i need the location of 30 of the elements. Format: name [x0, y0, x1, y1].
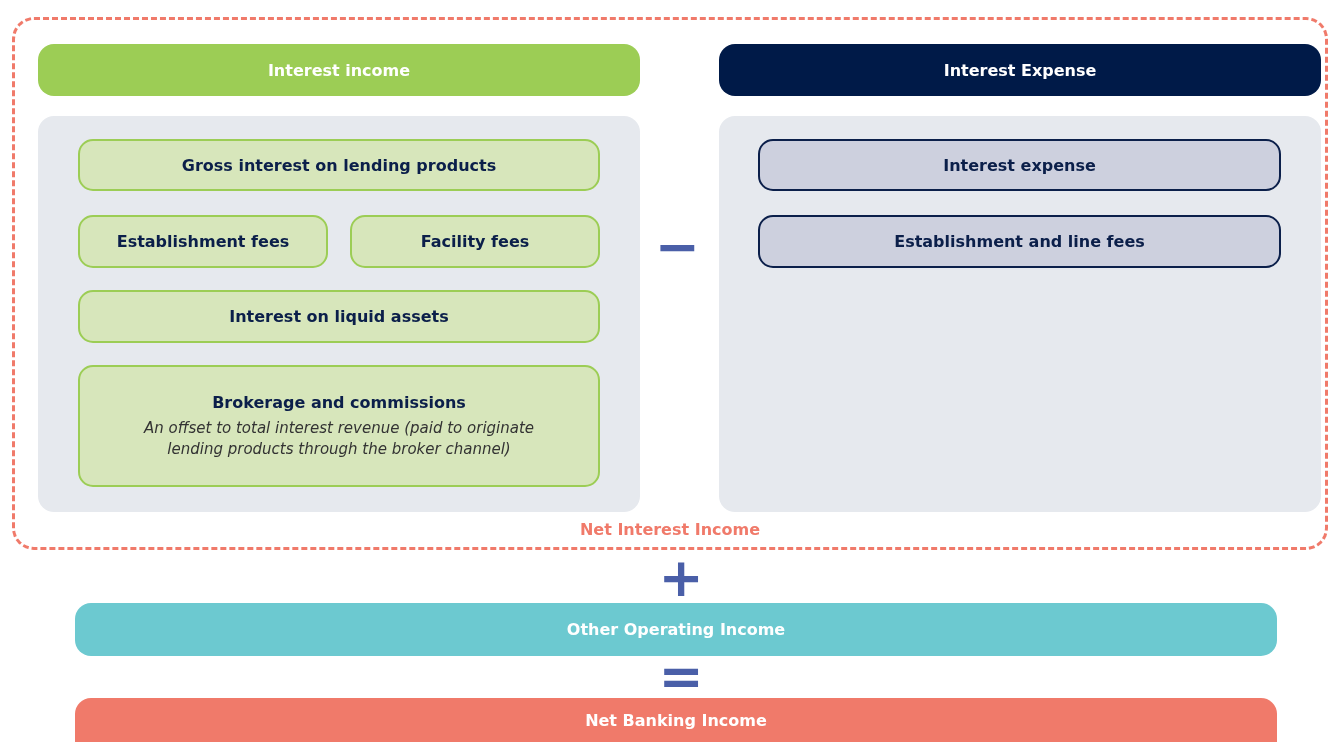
item-box [78, 139, 600, 191]
item-label: Interest income [267, 60, 411, 80]
operator-symbol: − [654, 220, 700, 274]
item-title: Brokerage and commissions [212, 393, 466, 413]
result-bar [75, 603, 1277, 656]
item-label: Gross interest on lending products [181, 155, 497, 175]
item-label: Establishment and line fees [894, 232, 1145, 251]
panel-background [719, 116, 1321, 512]
operator-symbol: = [658, 650, 704, 704]
item-box [350, 215, 600, 268]
header-bar [38, 44, 640, 96]
operator-symbol: + [658, 551, 704, 605]
group-frame [12, 17, 1328, 550]
item-box [758, 139, 1281, 191]
item-label: Interest expense [943, 155, 1096, 175]
item-box [78, 365, 600, 487]
item-box [78, 290, 600, 343]
panel-background [38, 116, 640, 512]
item-box [78, 215, 328, 268]
item-label: Facility fees [420, 232, 530, 251]
item-label: Net Interest Income [579, 520, 761, 539]
item-label: Interest on liquid assets [229, 307, 449, 326]
description-text: An offset to total interest revenue (paid to originate lending products through the broker channel) [142, 418, 536, 459]
header-bar [719, 44, 1321, 96]
item-label: Interest Expense [943, 60, 1097, 80]
item-box [758, 215, 1281, 268]
item-label: Establishment fees [116, 232, 290, 251]
item-label: Other Operating Income [566, 620, 786, 639]
item-label: Net Banking Income [585, 710, 767, 730]
result-bar [75, 698, 1277, 742]
